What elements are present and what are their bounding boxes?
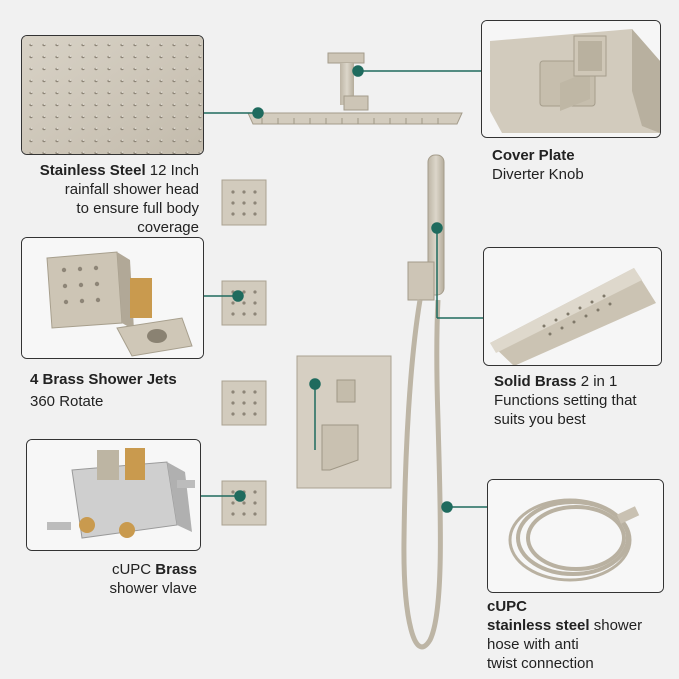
callout-connectors xyxy=(201,65,487,513)
cover-plate-diverter-image xyxy=(482,21,660,137)
body-jet xyxy=(221,280,267,326)
jets-label: 4 Brass Shower Jets 360 Rotate xyxy=(30,371,177,410)
body-jet xyxy=(221,480,267,526)
valve-closeup-box xyxy=(26,439,201,551)
shower-head-label: Stainless Steel 12 Inch rainfall shower … xyxy=(39,162,199,236)
handheld-label: Solid Brass 2 in 1 Functions setting tha… xyxy=(494,373,637,428)
shower-hose xyxy=(401,299,443,650)
valve-label: cUPC Brass shower vlave xyxy=(109,561,197,597)
hose-closeup-box xyxy=(487,479,664,593)
shower-jet-parts-image xyxy=(22,238,203,358)
shower-head-closeup-box xyxy=(21,35,204,155)
rainfall-shower-head xyxy=(247,52,463,125)
brass-valve-body-image xyxy=(27,440,200,550)
coiled-hose-image xyxy=(488,480,663,592)
cover-plate-label: Cover Plate Diverter Knob xyxy=(492,147,584,183)
hose-label: cUPC stainless steel shower hose with an… xyxy=(487,598,643,672)
shower-jet-closeup-box xyxy=(21,237,204,359)
body-jet xyxy=(221,179,267,226)
handheld-shower-closeup-box xyxy=(483,247,662,366)
handheld-shower-head-image xyxy=(484,248,661,365)
shower-head-nozzles-image xyxy=(22,36,203,154)
body-jet xyxy=(221,380,267,426)
cover-plate-closeup-box xyxy=(481,20,661,138)
shower-head-label-bold: Stainless Steel xyxy=(39,162,146,179)
valve-trim-plate xyxy=(296,355,392,489)
